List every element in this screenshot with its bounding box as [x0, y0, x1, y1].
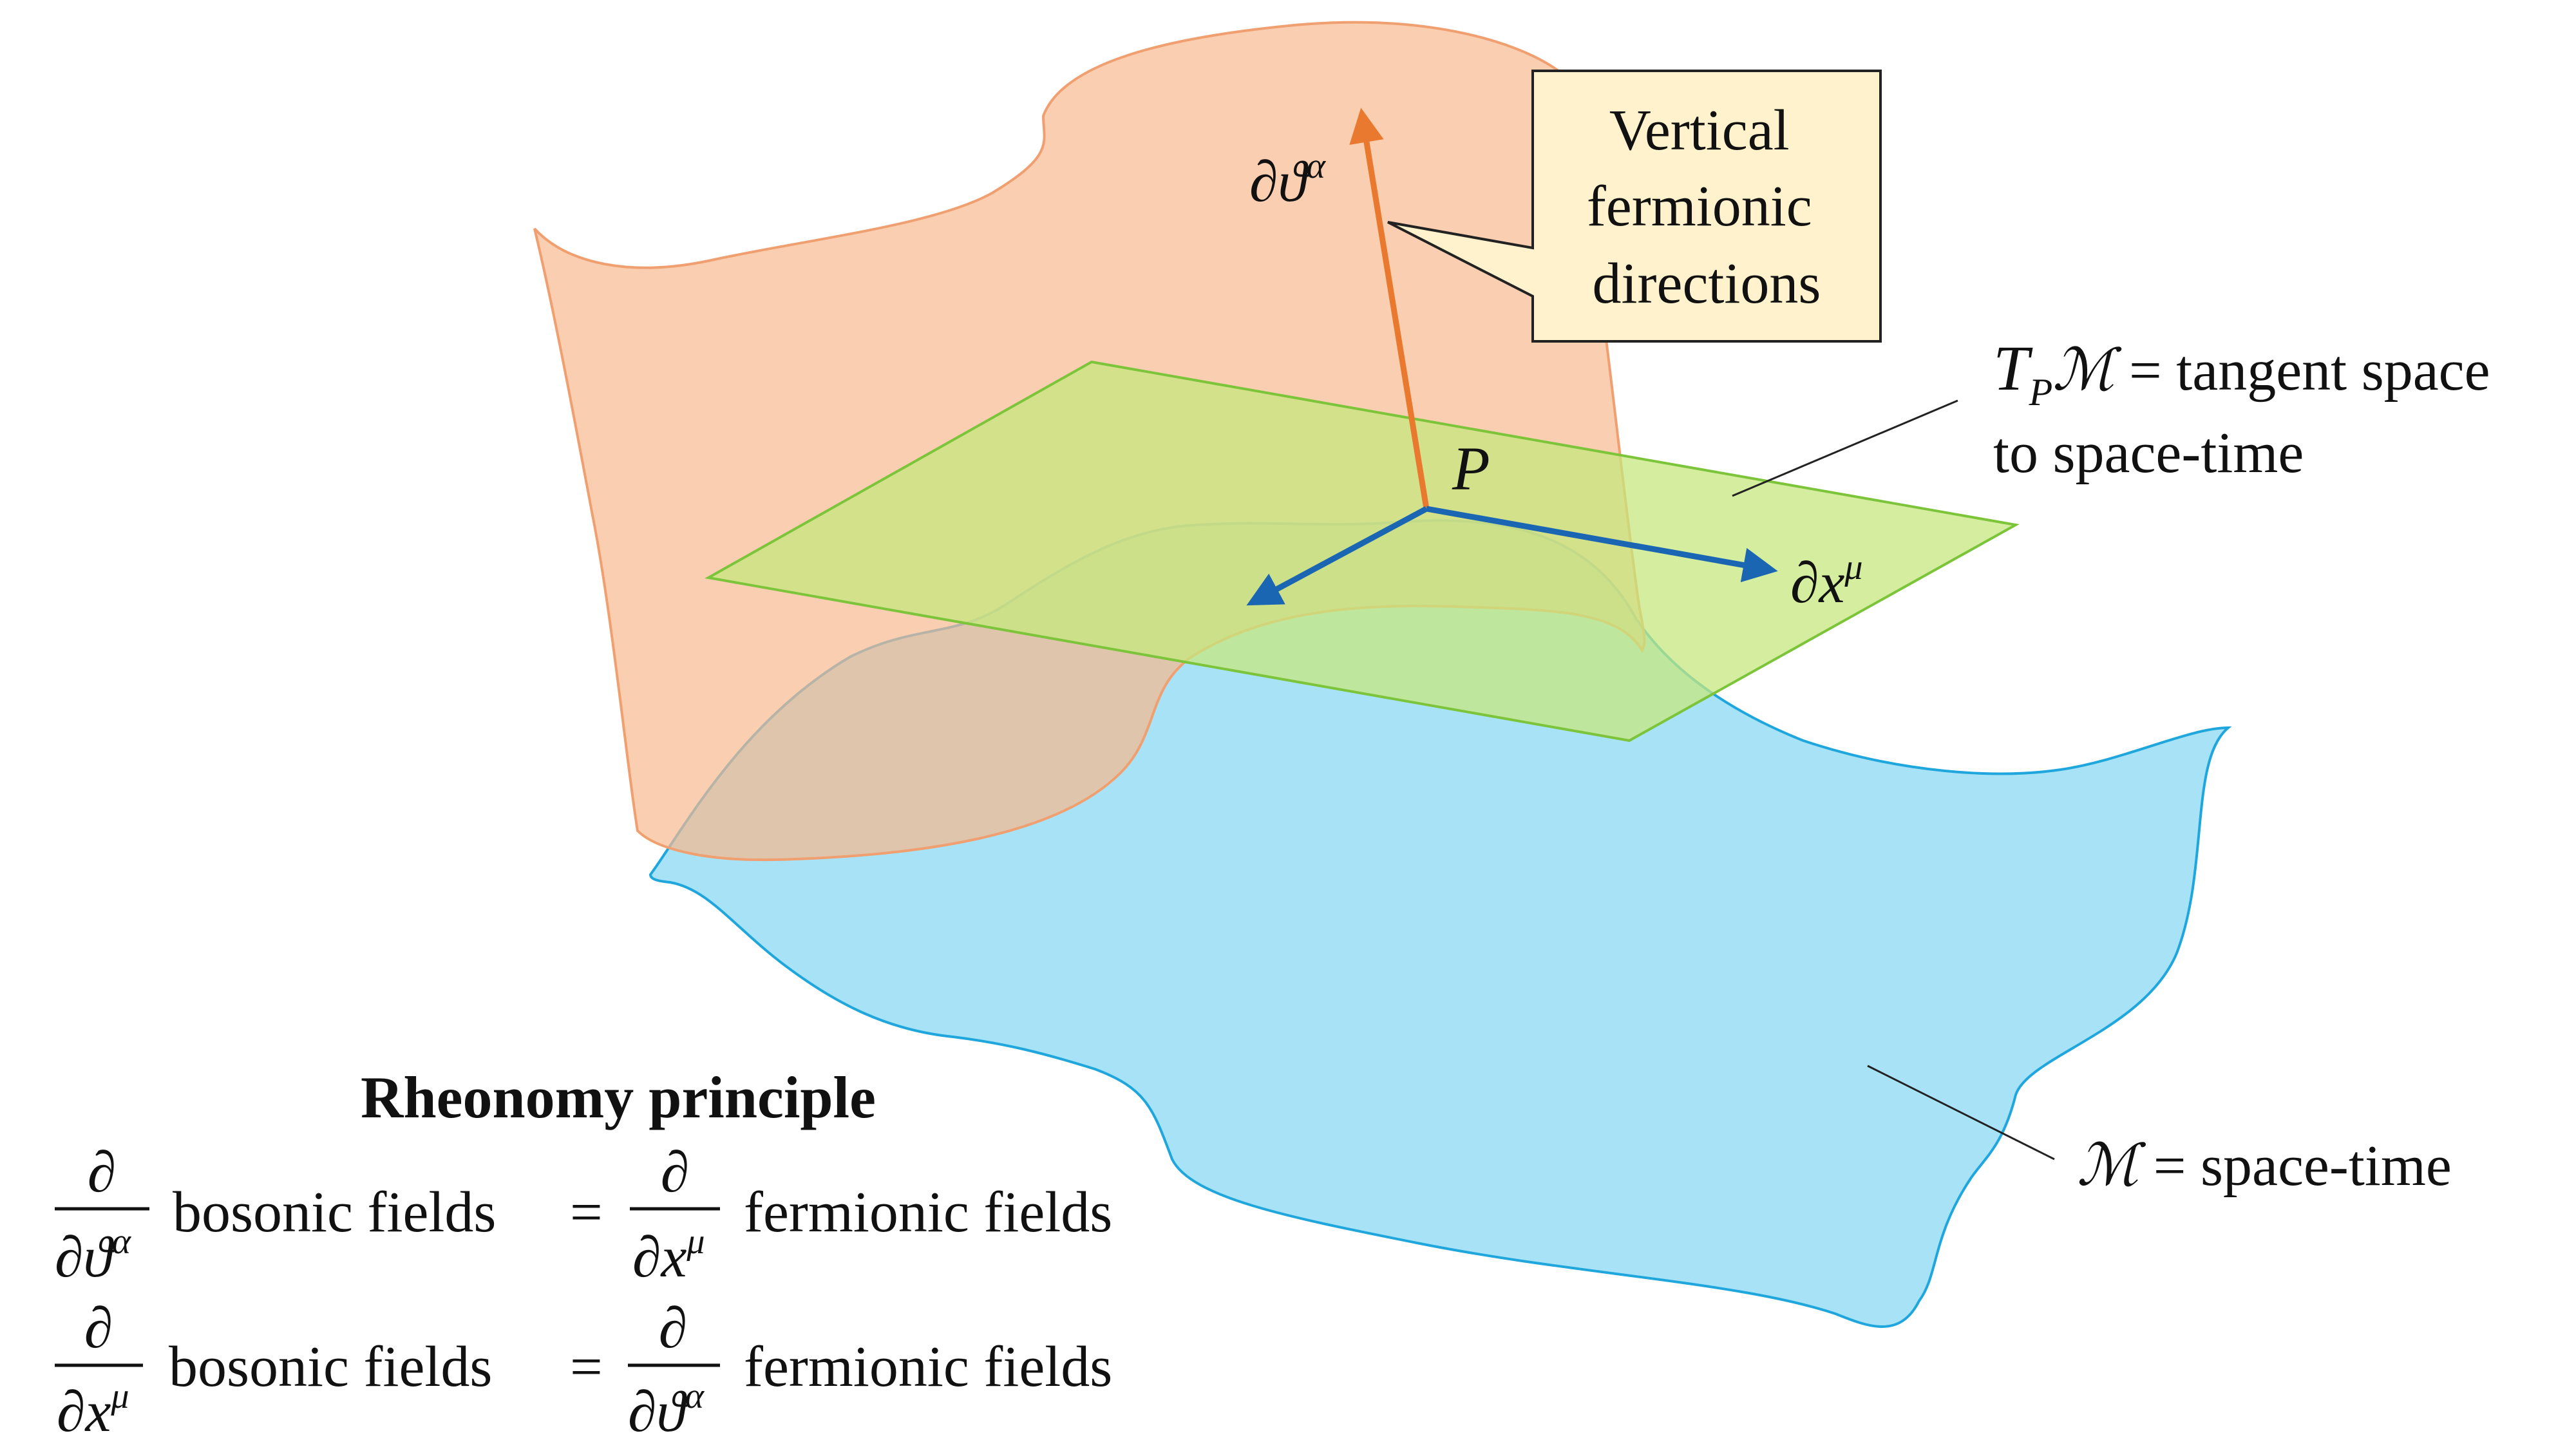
spacetime-leader-line: [1867, 1065, 2055, 1160]
tangent-space-manifold: ℳ: [2052, 339, 2122, 402]
tangent-space-symbol: T: [1993, 332, 2033, 404]
eq2-right-numerator: ∂: [659, 1296, 687, 1360]
eq2-right-denominator: ∂ϑα: [628, 1376, 705, 1444]
callout-line-3: directions: [1593, 252, 1821, 316]
eq2-left-den-index: μ: [110, 1376, 129, 1416]
bosonic-direction-arrow-left: [1246, 506, 1428, 606]
eq1-left-text: bosonic fields: [173, 1180, 496, 1244]
eq1-right-den-symbol: ∂x: [632, 1226, 687, 1289]
tangent-plane: [705, 360, 2020, 743]
eq2-left-den-symbol: ∂x: [57, 1380, 111, 1444]
eq2-equals: =: [570, 1335, 603, 1399]
fermionic-direction-arrow: [1349, 108, 1430, 509]
eq1-right-text: fermionic fields: [744, 1180, 1112, 1244]
tangent-space-leader-line: [1732, 399, 1958, 497]
tangent-space-label: TPℳ = tangent space: [1993, 332, 2490, 413]
rheonomy-equation-1: ∂ ∂ϑα bosonic fields = ∂ ∂xμ fermionic f…: [55, 1141, 1112, 1289]
eq1-left-numerator: ∂: [88, 1141, 116, 1204]
eq2-left-text: bosonic fields: [169, 1335, 492, 1399]
eq1-right-numerator: ∂: [661, 1141, 689, 1204]
bosonic-direction-label: ∂xμ: [1790, 547, 1863, 615]
eq1-right-denominator: ∂xμ: [632, 1222, 705, 1289]
bosonic-direction-symbol: ∂x: [1790, 551, 1844, 615]
callout-text: Vertical fermionic directions: [1587, 99, 1826, 316]
point-label: P: [1452, 434, 1490, 503]
tangent-space-text-1: = tangent space: [2115, 339, 2490, 402]
spacetime-label: ℳ = space-time: [2077, 1134, 2452, 1198]
callout-line-1: Vertical: [1609, 99, 1790, 162]
bosonic-direction-arrow-right: [1426, 506, 1778, 583]
eq1-left-denominator: ∂ϑα: [55, 1222, 132, 1289]
tangent-space-label-line-2: to space-time: [1993, 421, 2304, 485]
fermionic-direction-symbol: ∂ϑ: [1249, 150, 1309, 214]
spacetime-text: = space-time: [2139, 1134, 2452, 1198]
fermionic-direction-label: ∂ϑα: [1249, 146, 1327, 214]
eq2-left-denominator: ∂xμ: [57, 1376, 129, 1444]
eq1-equals: =: [570, 1180, 603, 1244]
rheonomy-title: Rheonomy principle: [361, 1065, 876, 1130]
callout-box: [1387, 70, 1882, 343]
eq2-right-text: fermionic fields: [744, 1335, 1112, 1399]
tangent-space-subscript: P: [2029, 371, 2053, 413]
eq1-left-den-index: α: [112, 1222, 132, 1262]
spacetime-manifold-symbol: ℳ: [2077, 1134, 2146, 1198]
fermionic-direction-index: α: [1307, 146, 1327, 186]
eq1-left-den-symbol: ∂ϑ: [55, 1226, 115, 1289]
eq2-right-den-symbol: ∂ϑ: [628, 1380, 688, 1444]
callout-line-2: fermionic: [1587, 175, 1812, 238]
rheonomy-equation-2: ∂ ∂xμ bosonic fields = ∂ ∂ϑα fermionic f…: [55, 1296, 1112, 1444]
bosonic-direction-index: μ: [1844, 547, 1862, 587]
eq1-right-den-index: μ: [686, 1222, 705, 1262]
eq2-left-numerator: ∂: [84, 1296, 113, 1360]
eq2-right-den-index: α: [685, 1376, 705, 1416]
